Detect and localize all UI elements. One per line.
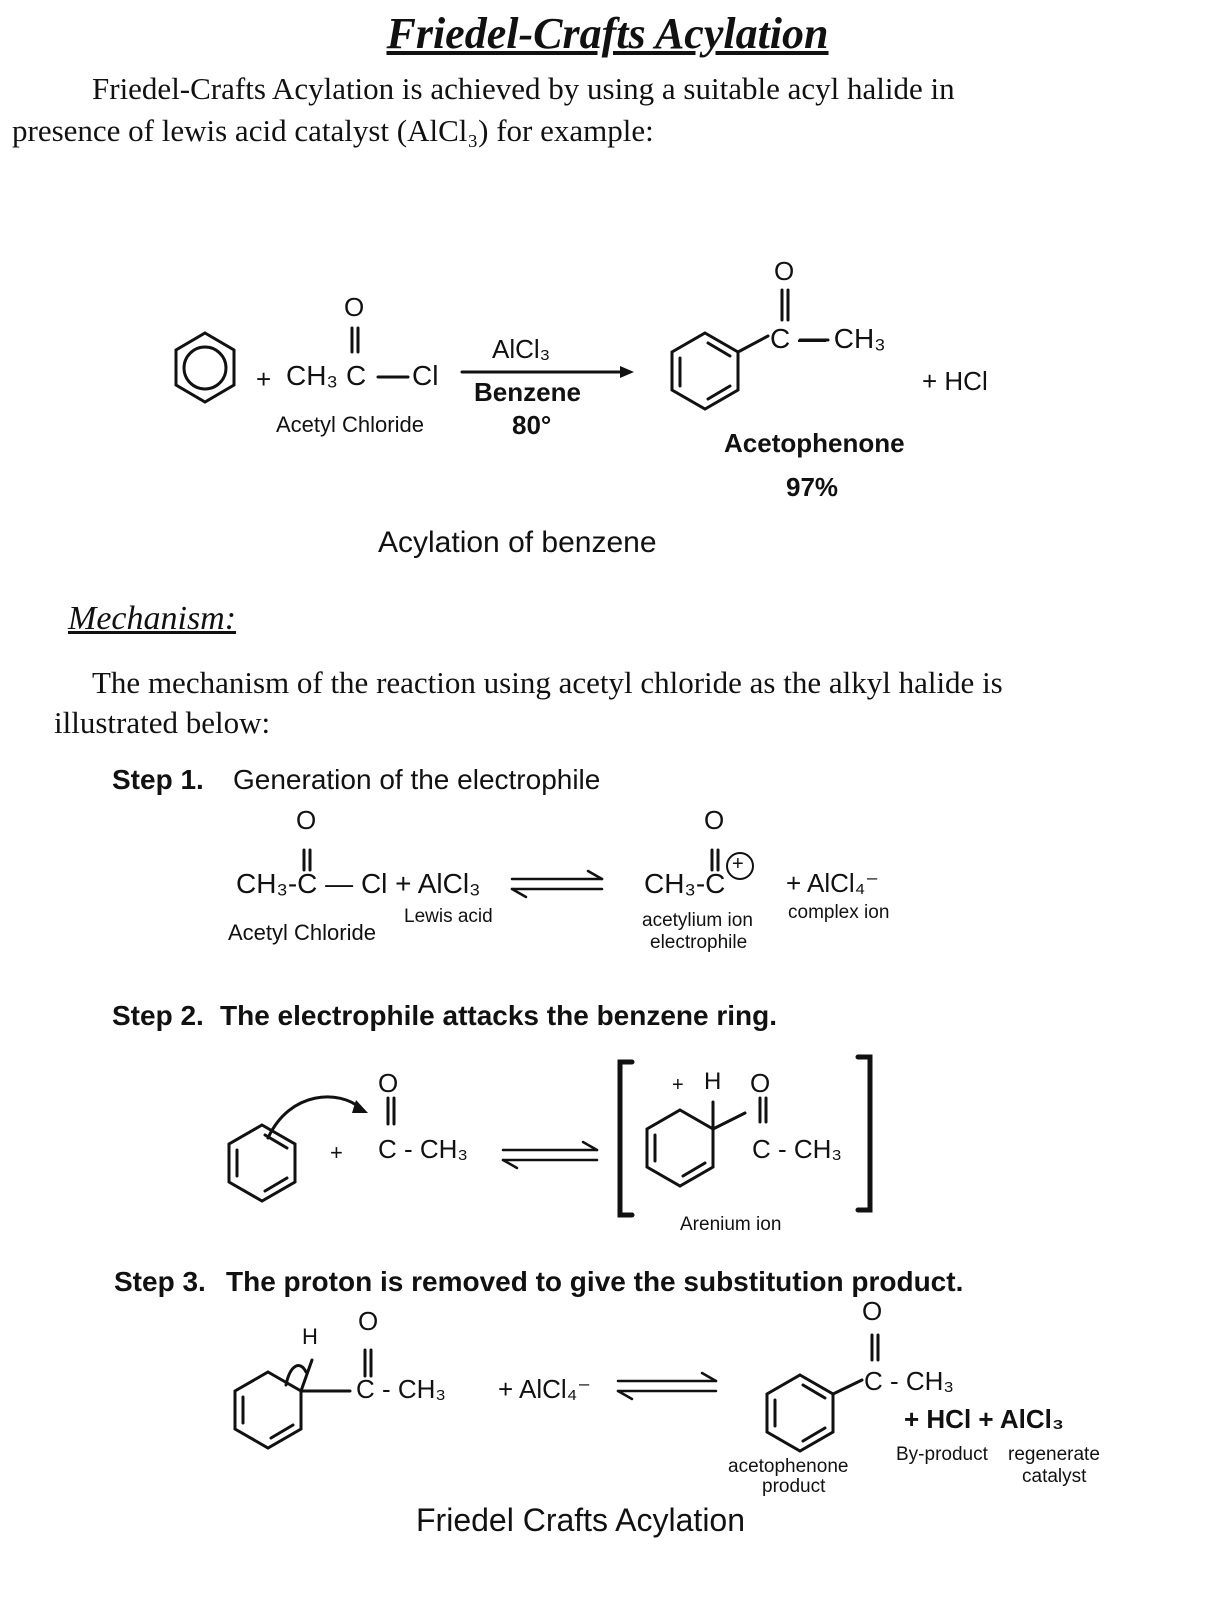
benzene-ring-reactant xyxy=(174,331,236,404)
step1-acetyl-chloride-label: Acetyl Chloride xyxy=(228,920,376,945)
catalyst-label: AlCl₃ xyxy=(492,334,551,364)
left-bracket xyxy=(617,1059,635,1218)
reaction-caption: Acylation of benzene xyxy=(378,526,657,559)
step3-title: The proton is removed to give the substi… xyxy=(226,1266,964,1297)
step2-electrophile-oxygen: O xyxy=(378,1068,399,1098)
plus-sign: + xyxy=(256,364,272,394)
lewis-acid-label: Lewis acid xyxy=(404,906,493,927)
proton-removal-arrow xyxy=(284,1364,308,1387)
step3-oxygen-left: O xyxy=(358,1306,379,1336)
equilibrium-arrow-step2 xyxy=(501,1140,599,1170)
acetylium-oxygen: O xyxy=(704,805,725,835)
step1-reactant: CH₃-C — Cl + AlCl₃ xyxy=(236,868,481,899)
product-acetyl-group: C — CH₃ xyxy=(770,323,886,354)
step3-alcl4-reagent: + AlCl₄⁻ xyxy=(498,1374,591,1404)
complex-ion: + AlCl₄⁻ xyxy=(786,868,879,898)
mechanism-line-1: The mechanism of the reaction using acet… xyxy=(92,665,1003,700)
step1-reactant-oxygen: O xyxy=(296,805,317,835)
right-bracket xyxy=(855,1054,873,1213)
step3-byproducts: + HCl + AlCl₃ xyxy=(904,1404,1064,1434)
equilibrium-arrow-step3 xyxy=(616,1371,718,1401)
reagent-chlorine: Cl xyxy=(412,360,439,391)
step3-acetyl-left: C - CH₃ xyxy=(356,1374,447,1404)
step2-number: Step 2. xyxy=(112,1000,204,1031)
acetylium-ion: CH₃-C xyxy=(644,868,726,899)
catalyst-label-step3: catalyst xyxy=(1022,1466,1087,1487)
hcl-byproduct: + HCl xyxy=(922,366,988,396)
step2-electrophile: C - CH₃ xyxy=(378,1134,469,1164)
reagent-carbon: C xyxy=(346,360,367,391)
mechanism-line-2: illustrated below: xyxy=(54,705,271,740)
acetylium-ion-label: acetylium ion xyxy=(642,910,753,931)
reagent-ch3: CH₃ xyxy=(286,360,338,391)
by-product-label: By-product xyxy=(896,1444,988,1465)
footer-caption: Friedel Crafts Acylation xyxy=(416,1502,746,1538)
benzene-ring-product xyxy=(670,331,770,411)
step1-title: Generation of the electrophile xyxy=(233,764,601,795)
acetophenone-label: Acetophenone xyxy=(724,428,905,458)
temperature-label: 80° xyxy=(512,410,552,440)
step1-number: Step 1. xyxy=(112,764,204,795)
arenium-ring-step3 xyxy=(233,1358,352,1450)
step2-plus: + xyxy=(330,1140,343,1165)
step3-number: Step 3. xyxy=(114,1266,206,1297)
curved-attack-arrow xyxy=(266,1095,362,1140)
step2-arenium-acetyl: C - CH₃ xyxy=(752,1134,843,1164)
step3-acetyl-right: C - CH₃ xyxy=(864,1366,955,1396)
acetophenone-product-label-1: acetophenone xyxy=(728,1456,849,1477)
mechanism-heading: Mechanism: xyxy=(68,600,237,637)
complex-ion-label: complex ion xyxy=(788,902,890,923)
acetylium-charge: + xyxy=(732,853,744,875)
solvent-label: Benzene xyxy=(474,377,581,407)
arenium-ion-label: Arenium ion xyxy=(680,1214,782,1235)
step2-arenium-charge: + xyxy=(672,1074,684,1096)
step2-title: The electrophile attacks the benzene rin… xyxy=(220,1000,778,1031)
regenerate-label: regenerate xyxy=(1008,1444,1100,1465)
arenium-ring xyxy=(645,1100,747,1188)
intro-line-2: presence of lewis acid catalyst (AlCl₃) … xyxy=(12,113,654,148)
step3-oxygen-right: O xyxy=(862,1296,883,1326)
acetophenone-product-label-2: product xyxy=(762,1476,826,1497)
step2-arenium-oxygen: O xyxy=(750,1068,771,1098)
product-oxygen: O xyxy=(774,256,795,286)
equilibrium-arrow-step1 xyxy=(510,869,604,899)
step3-hydrogen: H xyxy=(302,1324,318,1349)
acetyl-chloride-label: Acetyl Chloride xyxy=(276,412,424,437)
benzene-ring-step2 xyxy=(227,1123,297,1203)
benzene-ring-step3-product xyxy=(765,1373,864,1453)
reagent-oxygen: O xyxy=(344,292,365,322)
intro-line-1: Friedel-Crafts Acylation is achieved by … xyxy=(92,71,955,106)
page-title: Friedel-Crafts Acylation xyxy=(386,9,829,58)
yield-label: 97% xyxy=(786,472,839,502)
step2-arenium-hydrogen: H xyxy=(704,1068,722,1095)
electrophile-label: electrophile xyxy=(650,932,748,953)
